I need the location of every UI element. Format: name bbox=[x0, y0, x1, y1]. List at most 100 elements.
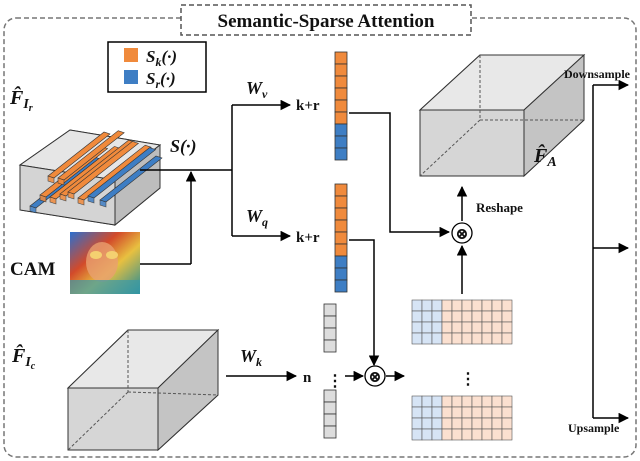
matrix-cell bbox=[491, 428, 503, 441]
vector-cell bbox=[323, 425, 337, 439]
legend: Sk(·) Sr(·) bbox=[107, 41, 207, 93]
matrix-cell bbox=[491, 321, 503, 334]
matrix-cell bbox=[471, 428, 483, 441]
attention-matrix-ellipsis: ⋮ bbox=[460, 371, 476, 388]
feature-bar-face bbox=[39, 194, 47, 203]
reshape-label: Reshape bbox=[476, 200, 523, 215]
matrix-cell bbox=[431, 299, 443, 312]
matrix-cell bbox=[501, 310, 513, 323]
wq-label: Wq bbox=[246, 206, 268, 229]
value-vector bbox=[334, 51, 348, 161]
matrix-cell bbox=[441, 395, 453, 408]
key-vector-ellipsis: ⋮ bbox=[327, 373, 343, 390]
output-feature-cube bbox=[418, 53, 586, 178]
q-vector-label: k+r bbox=[296, 230, 320, 246]
vector-cell bbox=[334, 135, 348, 149]
feature-bar-face bbox=[57, 177, 65, 186]
matrix-cell bbox=[411, 321, 423, 334]
matrix-cell bbox=[471, 417, 483, 430]
vector-cell bbox=[334, 63, 348, 77]
matrix-cell bbox=[481, 395, 493, 408]
matrix-cell bbox=[501, 406, 513, 419]
matrix-cell bbox=[411, 299, 423, 312]
matrix-cell bbox=[411, 406, 423, 419]
vector-cell bbox=[323, 413, 337, 427]
feature-bar-face bbox=[99, 199, 107, 208]
matrix-cell bbox=[441, 332, 453, 345]
matrix-cell bbox=[491, 395, 503, 408]
matrix-cell bbox=[501, 395, 513, 408]
v-vector-label: k+r bbox=[296, 98, 320, 114]
matrix-cell bbox=[471, 395, 483, 408]
matrix-cell bbox=[421, 406, 433, 419]
feature-c-label: F̂Ic bbox=[11, 343, 36, 372]
matrix-cell bbox=[501, 417, 513, 430]
matrix-cell bbox=[471, 406, 483, 419]
vector-cell bbox=[323, 315, 337, 329]
vector-cell bbox=[334, 75, 348, 89]
matrix-cell bbox=[481, 417, 493, 430]
feature-bar-face bbox=[29, 205, 37, 214]
vector-cell bbox=[323, 303, 337, 317]
matrix-cell bbox=[411, 417, 423, 430]
vector-cell bbox=[334, 123, 348, 137]
vector-cell bbox=[334, 267, 348, 281]
title-box bbox=[180, 4, 472, 36]
vector-cell bbox=[334, 219, 348, 233]
cube-feature-bars bbox=[29, 130, 163, 214]
matrix-cell bbox=[461, 417, 473, 430]
feature-r-label: F̂Ir bbox=[9, 85, 33, 114]
matrix-cell bbox=[441, 321, 453, 334]
vector-cell bbox=[334, 195, 348, 209]
cam-heatmap-image bbox=[70, 232, 140, 294]
matrix-cell bbox=[471, 310, 483, 323]
matrix-cell bbox=[441, 299, 453, 312]
matrix-cell bbox=[431, 310, 443, 323]
downsample-label: Downsample bbox=[564, 67, 631, 81]
matrix-cell bbox=[421, 395, 433, 408]
wk-label: Wk bbox=[240, 346, 262, 369]
attention-matrix-top bbox=[411, 299, 513, 345]
key-vector bbox=[323, 303, 337, 439]
matrix-cell bbox=[411, 310, 423, 323]
matrix-cell bbox=[501, 428, 513, 441]
page-title: Semantic-Sparse Attention bbox=[218, 11, 435, 32]
matrix-cell bbox=[451, 332, 463, 345]
matrix-cell bbox=[421, 299, 433, 312]
legend-label-sr: Sr(·) bbox=[146, 69, 176, 91]
matrix-cell bbox=[461, 395, 473, 408]
matrix-cell bbox=[471, 321, 483, 334]
matrix-cell bbox=[481, 406, 493, 419]
wv-label: Wv bbox=[246, 78, 268, 101]
select-operator-label: S(·) bbox=[170, 136, 197, 157]
matrix-cell bbox=[471, 332, 483, 345]
vector-cell bbox=[334, 243, 348, 257]
legend-swatch-blue bbox=[124, 70, 138, 84]
matrix-cell bbox=[461, 332, 473, 345]
feature-bar-face bbox=[67, 191, 75, 200]
feature-bar-face bbox=[87, 195, 95, 204]
value-to-attention-arrow bbox=[349, 112, 451, 238]
vector-cell bbox=[334, 111, 348, 125]
matrix-cell bbox=[431, 332, 443, 345]
feature-bar-face bbox=[47, 175, 55, 184]
matrix-cell bbox=[491, 332, 503, 345]
matrix-cell bbox=[451, 321, 463, 334]
matrix-cell bbox=[461, 428, 473, 441]
matrix-cell bbox=[421, 428, 433, 441]
matrix-cell bbox=[431, 417, 443, 430]
matrix-cell bbox=[421, 332, 433, 345]
output-feature-label: F̂A bbox=[533, 143, 557, 170]
matrix-cell bbox=[431, 321, 443, 334]
matrix-cell bbox=[451, 395, 463, 408]
matrix-cell bbox=[441, 406, 453, 419]
feature-c-cube bbox=[66, 328, 220, 452]
matrix-cell bbox=[481, 299, 493, 312]
legend-label-sk: Sk(·) bbox=[146, 47, 177, 69]
k-vector-label: n bbox=[303, 370, 312, 386]
vector-cell bbox=[334, 51, 348, 65]
matrix-cell bbox=[481, 332, 493, 345]
sparse-feature-cube bbox=[18, 129, 163, 227]
query-to-multiply-arrow bbox=[349, 239, 380, 367]
